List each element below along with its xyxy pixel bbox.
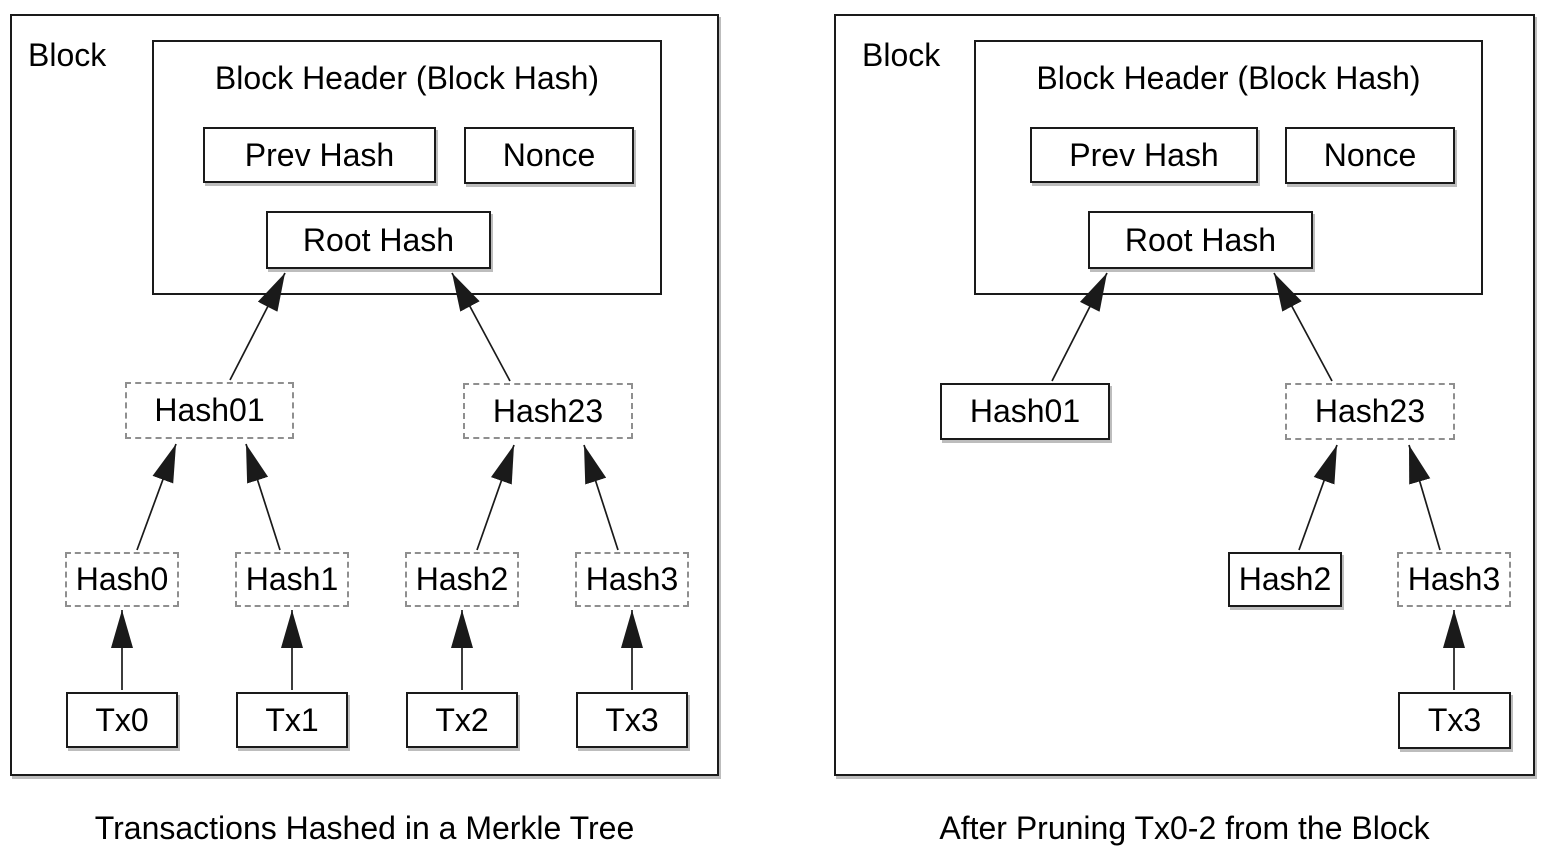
left-nonce-box: Nonce	[464, 127, 634, 184]
left-hash2-box: Hash2	[405, 552, 519, 607]
right-hash23-box: Hash23	[1285, 383, 1455, 440]
left-root-hash-box: Root Hash	[266, 211, 491, 269]
right-nonce-box: Nonce	[1285, 127, 1455, 184]
left-tx2-box: Tx2	[406, 692, 518, 748]
right-tx3-box: Tx3	[1398, 692, 1511, 749]
left-tx3-box: Tx3	[576, 692, 688, 748]
left-prev-hash-box: Prev Hash	[203, 127, 436, 183]
right-caption: After Pruning Tx0-2 from the Block	[939, 810, 1430, 846]
left-tx0-box: Tx0	[66, 692, 178, 748]
left-caption: Transactions Hashed in a Merkle Tree	[94, 810, 635, 846]
right-hash3-box: Hash3	[1397, 552, 1511, 607]
left-hash0-box: Hash0	[65, 552, 179, 607]
left-hash1-box: Hash1	[235, 552, 349, 607]
left-block-label: Block	[28, 37, 107, 73]
left-hash01-box: Hash01	[125, 382, 294, 439]
left-hash3-box: Hash3	[575, 552, 689, 607]
left-tx1-box: Tx1	[236, 692, 348, 748]
right-header-title: Block Header (Block Hash)	[1036, 60, 1421, 96]
left-hash23-box: Hash23	[463, 383, 633, 439]
right-prev-hash-box: Prev Hash	[1030, 127, 1258, 183]
right-hash01-box: Hash01	[940, 383, 1110, 440]
right-root-hash-box: Root Hash	[1088, 211, 1313, 269]
right-block-label: Block	[862, 37, 941, 73]
left-header-title: Block Header (Block Hash)	[214, 60, 600, 96]
right-hash2-box: Hash2	[1228, 552, 1342, 607]
